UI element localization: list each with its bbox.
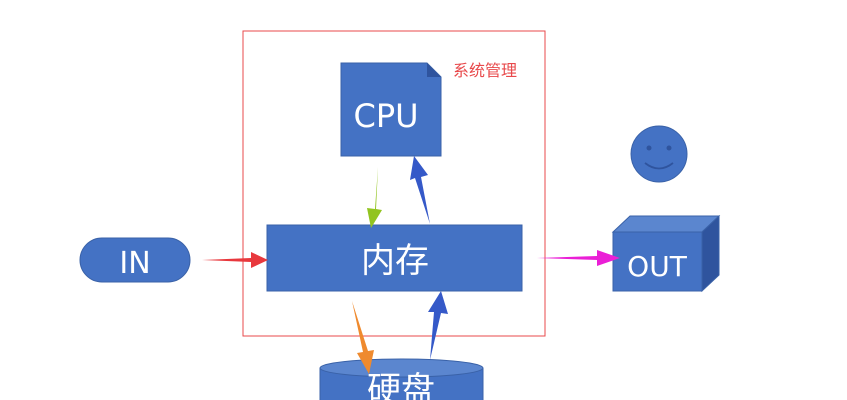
smiley-face-icon — [630, 125, 688, 183]
cpu-card-fold — [427, 63, 441, 77]
output-cube-front — [612, 231, 703, 292]
arrow-memory-to-disk — [352, 301, 374, 374]
cpu-card-shape — [340, 62, 442, 157]
memory-label: 内存 — [361, 241, 429, 281]
system-management-label: 系统管理 — [453, 61, 517, 80]
memory-node: 内存 — [266, 224, 523, 292]
input-node: IN — [79, 237, 191, 283]
disk-label: 硬盘 — [367, 370, 435, 400]
arrow-disk-to-memory — [428, 291, 448, 360]
output-label: OUT — [627, 250, 688, 283]
disk-node: 硬盘 — [319, 358, 484, 400]
arrow-cpu-to-memory — [367, 167, 382, 228]
cpu-node: CPU — [340, 62, 442, 157]
arrow-memory-to-cpu — [410, 156, 430, 224]
arrow-in-to-memory — [202, 252, 268, 268]
input-label: IN — [119, 246, 150, 281]
output-cube-top — [611, 215, 721, 233]
output-node: OUT — [611, 214, 721, 293]
cpu-label: CPU — [353, 97, 418, 135]
input-pill — [79, 237, 191, 283]
arrow-memory-to-output — [537, 250, 620, 266]
system-management-frame — [242, 30, 546, 337]
memory-box — [266, 224, 523, 292]
